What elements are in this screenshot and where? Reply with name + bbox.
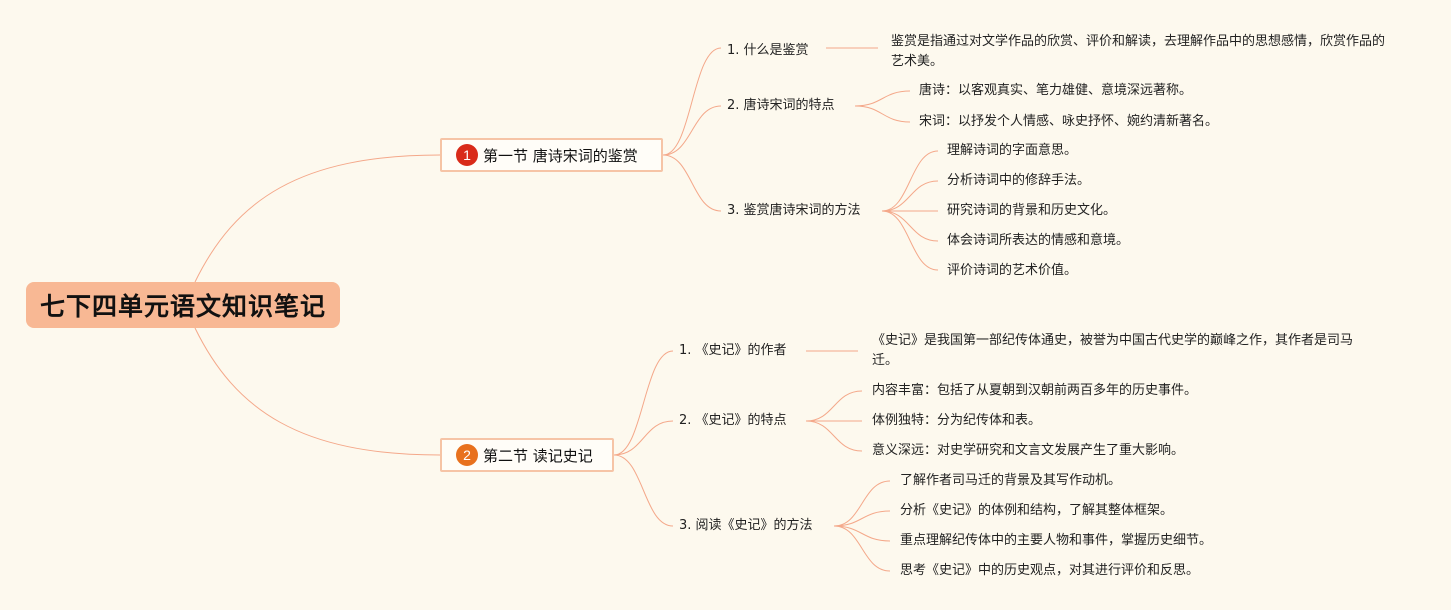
connector-t23-d1 [833,480,891,527]
detail-2-2-1: 内容丰富：包括了从夏朝到汉朝前两百多年的历史事件。 [872,383,1198,398]
connector-t23-d3 [833,525,891,542]
connector-t13-d1 [881,150,939,212]
connector-t23-d2 [833,510,891,527]
detail-1-3-3: 研究诗词的背景和历史文化。 [947,203,1117,218]
connector-t13-d4 [881,210,939,242]
connector-s2-t1 [613,350,674,456]
detail-2-3-1: 了解作者司马迁的背景及其写作动机。 [900,473,1122,488]
connector-t12-d1 [854,90,911,107]
detail-2-3-3: 重点理解纪传体中的主要人物和事件，掌握历史细节。 [900,533,1213,548]
connector-s1-t2 [662,105,722,156]
detail-1-3-2: 分析诗词中的修辞手法。 [947,173,1091,188]
section-2-badge: 2 [456,444,478,466]
connector-s2-t2 [613,420,674,456]
topic-1-2[interactable]: 2. 唐诗宋词的特点 [727,98,835,113]
topic-2-3[interactable]: 3. 阅读《史记》的方法 [679,518,813,533]
section-2-node[interactable]: 2 第二节 读记史记 [440,438,614,472]
detail-1-3-1: 理解诗词的字面意思。 [947,143,1078,158]
connector-s1-t3 [662,154,722,212]
detail-2-3-4: 思考《史记》中的历史观点，对其进行评价和反思。 [900,563,1200,578]
root-topic[interactable]: 七下四单元语文知识笔记 [26,282,340,328]
section-1-badge: 1 [456,144,478,166]
section-1-node[interactable]: 1 第一节 唐诗宋词的鉴赏 [440,138,663,172]
detail-2-1-1: 《史记》是我国第一部纪传体通史，被誉为中国古代史学的巅峰之作，其作者是司马迁。 [872,333,1354,368]
connector-t23-d4 [833,525,891,572]
connector-root-section-1 [194,154,441,283]
connector-t12-d2 [854,105,911,123]
connector-t22-d1 [805,390,863,422]
connector-s1-t1 [662,47,722,156]
section-2-title: 第二节 读记史记 [483,446,593,465]
detail-2-2-2: 体例独特：分为纪传体和表。 [872,413,1042,428]
topic-2-2[interactable]: 2. 《史记》的特点 [679,413,787,428]
topic-1-1[interactable]: 1. 什么是鉴赏 [727,43,809,58]
detail-1-2-2: 宋词：以抒发个人情感、咏史抒怀、婉约清新著名。 [919,114,1219,129]
connector-s2-t3 [613,454,674,527]
detail-1-3-4: 体会诗词所表达的情感和意境。 [947,233,1130,248]
connector-t22-d3 [805,420,863,452]
topic-2-1[interactable]: 1. 《史记》的作者 [679,343,787,358]
detail-1-1-1: 鉴赏是指通过对文学作品的欣赏、评价和解读，去理解作品中的思想感情，欣赏作品的艺术… [891,34,1386,69]
detail-1-2-1: 唐诗：以客观真实、笔力雄健、意境深远著称。 [919,83,1193,98]
connector-root-section-2 [194,327,441,456]
connector-t13-d5 [881,210,939,271]
section-1-title: 第一节 唐诗宋词的鉴赏 [483,146,638,165]
detail-2-2-3: 意义深远：对史学研究和文言文发展产生了重大影响。 [872,443,1185,458]
topic-1-3[interactable]: 3. 鉴赏唐诗宋词的方法 [727,203,861,218]
detail-1-3-5: 评价诗词的艺术价值。 [947,263,1078,278]
detail-2-3-2: 分析《史记》的体例和结构，了解其整体框架。 [900,503,1174,518]
connector-t13-d2 [881,180,939,212]
